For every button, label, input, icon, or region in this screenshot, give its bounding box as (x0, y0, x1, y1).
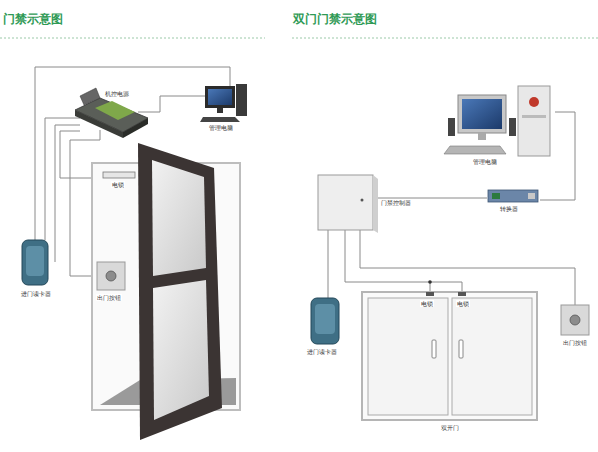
part-label: 管理电脑 (208, 124, 234, 131)
electric-lock (458, 292, 466, 296)
exit-button (97, 262, 125, 290)
part-label: 出门按钮 (562, 339, 588, 346)
double-door-frame (362, 292, 537, 420)
door-leaf (368, 298, 448, 415)
electric-lock (426, 292, 434, 296)
part-label: 电锁 (456, 300, 470, 307)
computer (200, 84, 247, 122)
door-handle (459, 340, 463, 358)
diagram-heading: 门禁示意图 (2, 12, 64, 26)
converter (488, 190, 538, 202)
heading-rule (292, 38, 598, 39)
door-leaf (452, 298, 532, 415)
exit-button (561, 305, 589, 335)
part-label: 机控电源 (104, 90, 130, 97)
computer (444, 86, 550, 156)
door (138, 143, 222, 440)
part-label: 出门按钮 (96, 294, 122, 301)
part-label: 转换器 (499, 205, 519, 212)
part-label: 电锁 (420, 300, 434, 307)
part-label: 进门读卡器 (20, 290, 52, 297)
part-label: 门禁控制器 (380, 199, 412, 206)
door-glass (153, 280, 209, 420)
card-reader (22, 240, 48, 285)
heading-rule (0, 38, 265, 39)
part-label: 双开门 (440, 424, 460, 431)
wire-joint (428, 280, 432, 284)
power-supply (75, 88, 148, 138)
diagram-heading: 双门门禁示意图 (292, 12, 378, 26)
electric-lock (103, 172, 135, 178)
door-glass (152, 160, 206, 276)
part-label: 进门读卡器 (306, 348, 338, 355)
card-reader (311, 298, 339, 344)
access-controller (318, 175, 378, 233)
door-handle (432, 340, 436, 358)
part-label: 管理电脑 (472, 158, 498, 165)
part-label: 电锁 (111, 181, 125, 188)
